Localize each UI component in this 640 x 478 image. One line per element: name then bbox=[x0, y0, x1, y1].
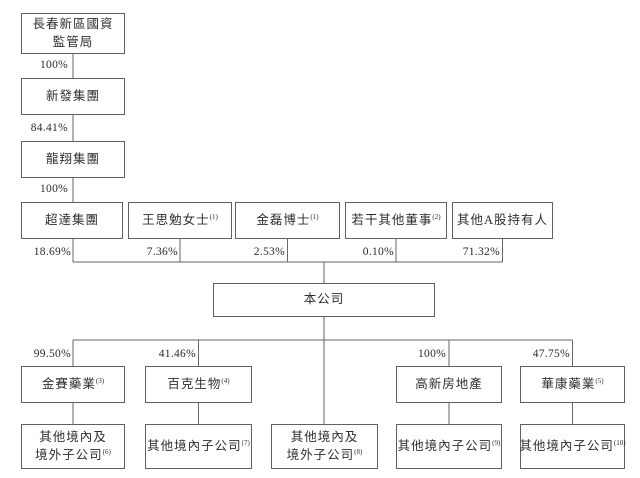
footnote-ref: (2) bbox=[432, 212, 441, 221]
node-longxiang-group: 龍翔集團 bbox=[21, 141, 125, 178]
node-label: 其他境內子公司 bbox=[147, 438, 242, 453]
footnote-ref: (4) bbox=[221, 376, 230, 385]
node-label: 其他A股持有人 bbox=[456, 212, 549, 227]
node-label: 其他境內及 bbox=[290, 430, 359, 444]
footnote-ref: (10) bbox=[613, 438, 626, 447]
footnote-ref: (7) bbox=[241, 438, 250, 447]
node-other-directors: 若干其他董事(2) bbox=[345, 202, 447, 239]
node-label: 王思勉女士 bbox=[142, 212, 210, 227]
node-ginsai-pharma: 金賽藥業(3) bbox=[21, 366, 125, 403]
node-xinfa-group: 新發集團 bbox=[21, 78, 125, 115]
node-dr-jin: 金磊博士(1) bbox=[235, 202, 340, 239]
node-label: 其他境內及 bbox=[39, 430, 107, 444]
node-label: 高新房地產 bbox=[415, 376, 483, 391]
footnote-ref: (5) bbox=[595, 376, 604, 385]
node-label: 金磊博士 bbox=[256, 212, 311, 227]
node-other-domestic-overseas-subs-6: 其他境內及 境外子公司(6) bbox=[21, 424, 125, 469]
pct-xinfa-longxiang: 84.41% bbox=[30, 122, 68, 134]
node-baike-bio: 百克生物(4) bbox=[145, 366, 252, 403]
node-label: 超達集團 bbox=[44, 212, 99, 227]
footnote-ref: (9) bbox=[492, 438, 501, 447]
node-regulator: 長春新區國資 監管局 bbox=[21, 13, 125, 54]
node-label: 百克生物 bbox=[167, 376, 222, 391]
node-label: 境外子公司 bbox=[35, 447, 103, 462]
node-label: 金賽藥業 bbox=[41, 376, 96, 391]
node-label: 監管局 bbox=[52, 34, 94, 49]
node-label: 若干其他董事 bbox=[351, 212, 433, 227]
pct-public-company: 71.32% bbox=[462, 246, 500, 258]
node-label: 新發集團 bbox=[45, 88, 100, 103]
footnote-ref: (3) bbox=[95, 376, 105, 385]
node-label: 龍翔集團 bbox=[45, 151, 100, 166]
pct-regulator-xinfa: 100% bbox=[39, 59, 68, 71]
node-label: 長春新區國資 bbox=[32, 17, 114, 31]
node-other-domestic-subs-9: 其他境內子公司(9) bbox=[396, 424, 502, 469]
pct-company-baike: 41.46% bbox=[158, 348, 196, 360]
node-gaoxin-realestate: 高新房地產 bbox=[396, 366, 502, 403]
pct-jin-company: 2.53% bbox=[253, 246, 285, 258]
node-label: 其他境內子公司 bbox=[397, 438, 493, 453]
pct-longxiang-chaoda: 100% bbox=[39, 183, 68, 195]
pct-wang-company: 7.36% bbox=[146, 246, 178, 258]
footnote-ref: (6) bbox=[102, 447, 111, 456]
node-ms-wang: 王思勉女士(1) bbox=[128, 202, 232, 239]
pct-chaoda-company: 18.69% bbox=[33, 246, 71, 258]
node-huakang-pharma: 華康藥業(5) bbox=[520, 366, 625, 403]
node-other-a-shareholders: 其他A股持有人 bbox=[452, 202, 553, 239]
node-other-domestic-overseas-subs-8: 其他境內及 境外子公司(8) bbox=[271, 424, 378, 469]
footnote-ref: (8) bbox=[354, 447, 363, 456]
footnote-ref: (1) bbox=[209, 212, 218, 221]
node-label: 本公司 bbox=[303, 292, 345, 307]
node-company: 本公司 bbox=[213, 283, 435, 317]
node-other-domestic-subs-7: 其他境內子公司(7) bbox=[145, 424, 252, 469]
node-chaoda-group: 超達集團 bbox=[21, 202, 123, 239]
pct-company-gaoxin: 100% bbox=[417, 348, 446, 360]
pct-company-ginsai: 99.50% bbox=[33, 348, 71, 360]
footnote-ref: (1) bbox=[310, 212, 319, 221]
node-label: 其他境內子公司 bbox=[519, 438, 614, 453]
pct-company-huakang: 47.75% bbox=[532, 348, 570, 360]
pct-directors-company: 0.10% bbox=[362, 246, 394, 258]
node-label: 華康藥業 bbox=[541, 376, 596, 391]
node-other-domestic-subs-10: 其他境內子公司(10) bbox=[519, 424, 626, 469]
node-label: 境外子公司 bbox=[286, 447, 355, 462]
